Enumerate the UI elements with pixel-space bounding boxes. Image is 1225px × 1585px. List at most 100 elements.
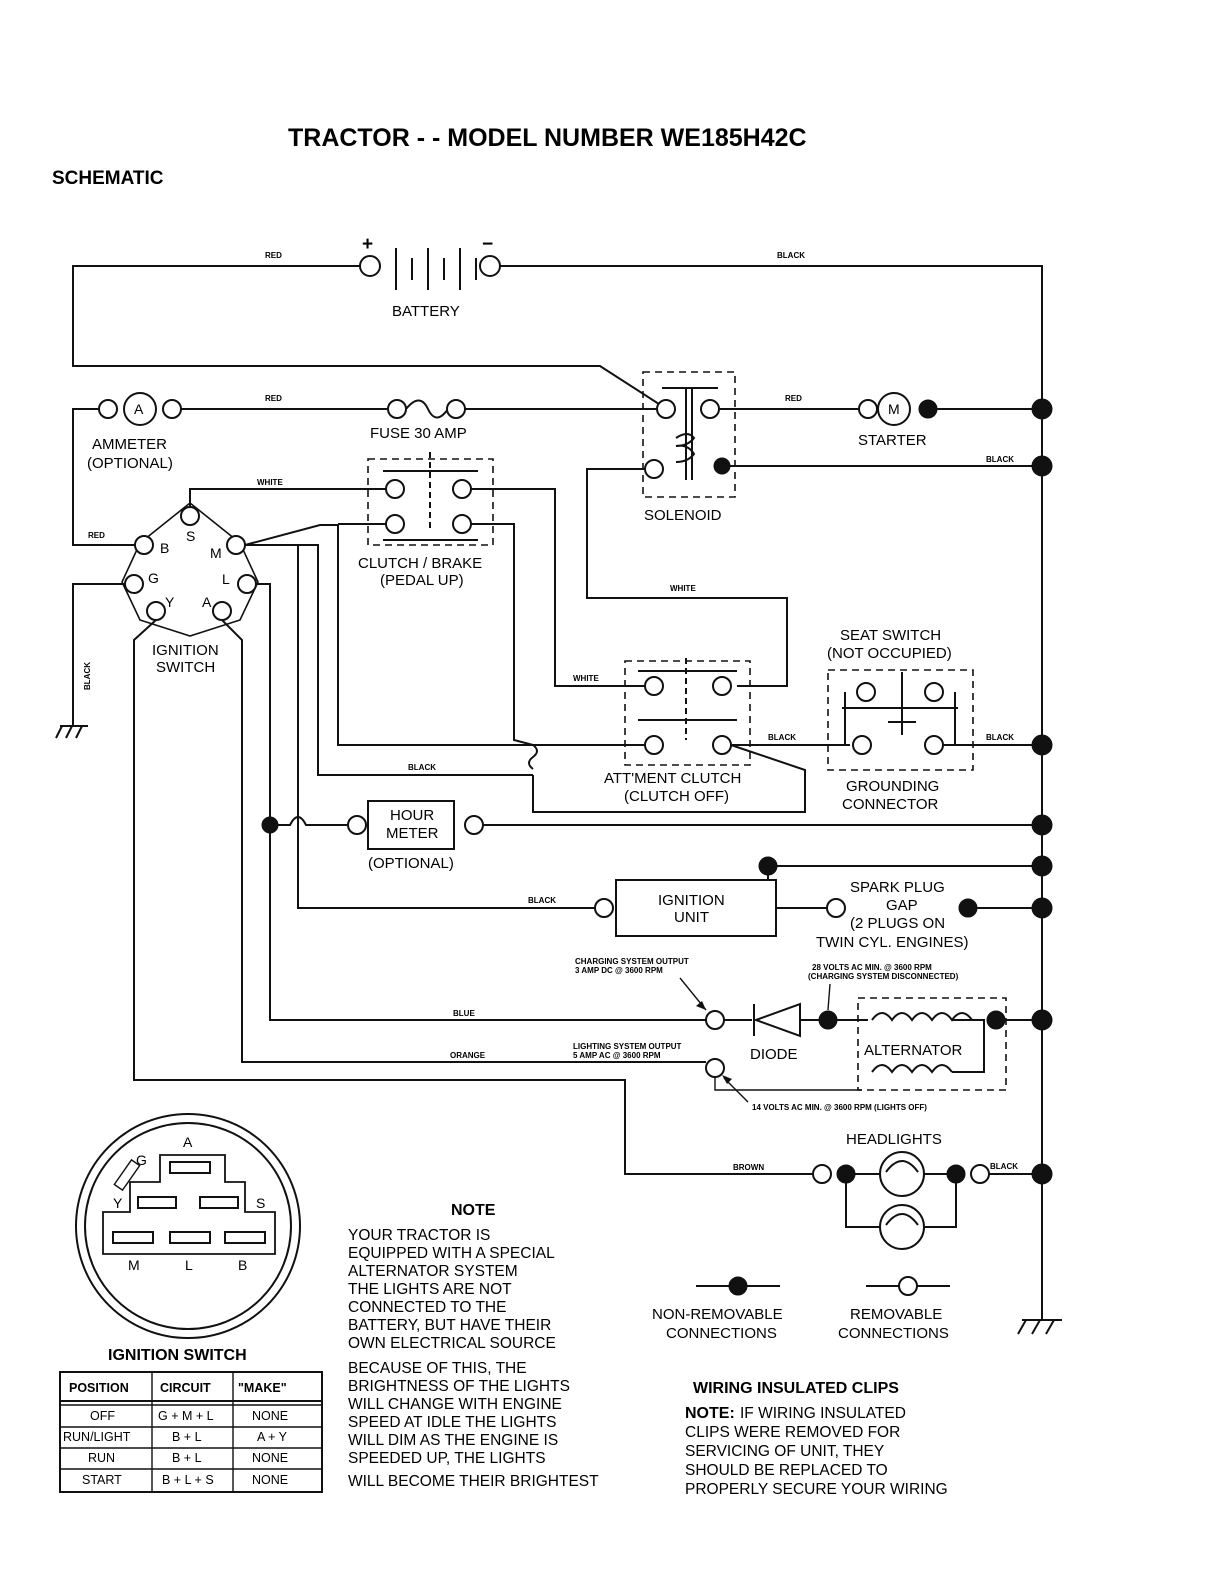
volts28-1: 28 VOLTS AC MIN. @ 3600 RPM bbox=[812, 963, 932, 972]
wire-white-solenoid bbox=[586, 468, 788, 687]
wire-label-white-att: WHITE bbox=[573, 674, 599, 683]
note-line: BRIGHTNESS OF THE LIGHTS bbox=[348, 1378, 570, 1395]
table-header-position: POSITION bbox=[69, 1381, 129, 1395]
battery-label: BATTERY bbox=[392, 303, 460, 320]
face-label-a: A bbox=[183, 1134, 193, 1150]
pin-a: A bbox=[202, 594, 212, 610]
table-cell: NONE bbox=[252, 1473, 288, 1487]
table-cell: OFF bbox=[90, 1409, 115, 1423]
fuse: FUSE 30 AMP bbox=[370, 399, 467, 442]
face-label-s: S bbox=[256, 1195, 265, 1211]
wire-label-red-b: RED bbox=[88, 531, 105, 540]
grounding-label-1: GROUNDING bbox=[846, 778, 939, 795]
lighting-output-1: LIGHTING SYSTEM OUTPUT bbox=[573, 1042, 682, 1051]
wire-label-red-fuse: RED bbox=[265, 394, 282, 403]
clutch-brake-label-1: CLUTCH / BRAKE bbox=[358, 555, 482, 572]
wire-label-black-g: BLACK bbox=[83, 662, 92, 690]
diode-label: DIODE bbox=[750, 1046, 798, 1063]
pin-m: M bbox=[210, 545, 222, 561]
legend-removable-2: CONNECTIONS bbox=[838, 1325, 949, 1342]
pin-l: L bbox=[222, 571, 230, 587]
wire-label-black-sol: BLACK bbox=[986, 455, 1014, 464]
diode: DIODE bbox=[705, 1002, 838, 1063]
wire-white-clutch-att bbox=[471, 488, 645, 687]
table-cell: B + L bbox=[172, 1451, 202, 1465]
att-clutch-label-2: (CLUTCH OFF) bbox=[624, 788, 729, 805]
charging-output-2: 3 AMP DC @ 3600 RPM bbox=[575, 966, 663, 975]
spark-plug-gap: SPARK PLUG GAP (2 PLUGS ON TWIN CYL. ENG… bbox=[816, 879, 978, 951]
note-line: YOUR TRACTOR IS bbox=[348, 1227, 490, 1244]
pin-y: Y bbox=[165, 594, 175, 610]
seat-switch-label-1: SEAT SWITCH bbox=[840, 627, 941, 644]
volts28-2: (CHARGING SYSTEM DISCONNECTED) bbox=[808, 972, 959, 981]
ammeter-symbol: A bbox=[134, 401, 144, 417]
legend-removable: REMOVABLE CONNECTIONS bbox=[838, 1276, 950, 1342]
wire-label-black-ground: BLACK bbox=[986, 733, 1014, 742]
wire-label-brown: BROWN bbox=[733, 1163, 764, 1172]
face-label-g: G bbox=[136, 1152, 147, 1168]
note-line: OWN ELECTRICAL SOURCE bbox=[348, 1335, 556, 1352]
wire-black-m-ignition bbox=[245, 544, 596, 909]
solenoid-label: SOLENOID bbox=[644, 507, 722, 524]
table-cell: G + M + L bbox=[158, 1409, 214, 1423]
pin-b: B bbox=[160, 540, 169, 556]
table-cell: START bbox=[82, 1473, 122, 1487]
note-line: WILL DIM AS THE ENGINE IS bbox=[348, 1432, 558, 1449]
alternator-label: ALTERNATOR bbox=[864, 1042, 963, 1059]
hour-meter: HOUR METER (OPTIONAL) bbox=[347, 800, 484, 872]
ignition-switch: B S M G L Y A IGNITION SWITCH bbox=[121, 501, 259, 676]
spark-label-3: (2 PLUGS ON bbox=[850, 915, 945, 932]
wire-label-black-head: BLACK bbox=[990, 1162, 1018, 1171]
switch-table-title: IGNITION SWITCH bbox=[108, 1347, 247, 1364]
alternator: ALTERNATOR bbox=[857, 997, 1007, 1091]
wire-orange-a bbox=[221, 619, 706, 1063]
wire-label-black-seat: BLACK bbox=[768, 733, 796, 742]
clips-line: CLIPS WERE REMOVED FOR bbox=[685, 1424, 900, 1441]
note-line: EQUIPPED WITH A SPECIAL bbox=[348, 1245, 555, 1262]
face-label-m: M bbox=[128, 1257, 140, 1273]
hour-meter-label-2: METER bbox=[386, 825, 439, 842]
note-line: CONNECTED TO THE bbox=[348, 1299, 506, 1316]
headlights: HEADLIGHTS bbox=[812, 1131, 990, 1250]
battery: + − BATTERY bbox=[359, 234, 501, 320]
ignition-switch-label-2: SWITCH bbox=[156, 659, 215, 676]
note-block: NOTE YOUR TRACTOR IS EQUIPPED WITH A SPE… bbox=[348, 1202, 599, 1490]
table-cell: B + L bbox=[172, 1430, 202, 1444]
legend-removable-1: REMOVABLE bbox=[850, 1306, 942, 1323]
clips-line: SERVICING OF UNIT, THEY bbox=[685, 1443, 884, 1460]
pin-s: S bbox=[186, 528, 195, 544]
volts14: 14 VOLTS AC MIN. @ 3600 RPM (LIGHTS OFF) bbox=[752, 1103, 927, 1112]
fuse-label: FUSE 30 AMP bbox=[370, 425, 467, 442]
legend-non-removable-2: CONNECTIONS bbox=[666, 1325, 777, 1342]
wire-label-red-starter: RED bbox=[785, 394, 802, 403]
ammeter-label: AMMETER bbox=[92, 436, 167, 453]
clips-heading: WIRING INSULATED CLIPS bbox=[693, 1380, 899, 1397]
note-line: THE LIGHTS ARE NOT bbox=[348, 1281, 512, 1298]
wire-white-s bbox=[189, 488, 388, 507]
face-label-l: L bbox=[185, 1257, 193, 1273]
lighting-output-2: 5 AMP AC @ 3600 RPM bbox=[573, 1051, 661, 1060]
table-cell: A + Y bbox=[257, 1430, 288, 1444]
table-header-make: "MAKE" bbox=[238, 1381, 287, 1395]
starter-symbol: M bbox=[888, 401, 900, 417]
wire-brown-y bbox=[133, 619, 812, 1175]
ammeter-optional: (OPTIONAL) bbox=[87, 455, 173, 472]
wiring-clips-block: WIRING INSULATED CLIPS NOTE: IF WIRING I… bbox=[685, 1380, 948, 1498]
clips-line: SHOULD BE REPLACED TO bbox=[685, 1462, 888, 1479]
clutch-brake-switch: CLUTCH / BRAKE (PEDAL UP) bbox=[358, 452, 494, 589]
ignition-switch-label-1: IGNITION bbox=[152, 642, 219, 659]
headlights-label: HEADLIGHTS bbox=[846, 1131, 942, 1148]
solenoid: SOLENOID bbox=[642, 371, 736, 524]
note-line: WILL CHANGE WITH ENGINE bbox=[348, 1396, 562, 1413]
charging-output-1: CHARGING SYSTEM OUTPUT bbox=[575, 957, 689, 966]
clips-line: PROPERLY SECURE YOUR WIRING bbox=[685, 1481, 948, 1498]
legend-non-removable-1: NON-REMOVABLE bbox=[652, 1306, 783, 1323]
starter: M STARTER bbox=[858, 392, 938, 449]
table-header-circuit: CIRCUIT bbox=[160, 1381, 211, 1395]
wire-black-g-ground bbox=[72, 583, 125, 726]
wire-label-black-top: BLACK bbox=[777, 251, 805, 260]
table-cell: NONE bbox=[252, 1451, 288, 1465]
wire-clutch-att-lower bbox=[471, 523, 534, 746]
wire-label-orange: ORANGE bbox=[450, 1051, 486, 1060]
